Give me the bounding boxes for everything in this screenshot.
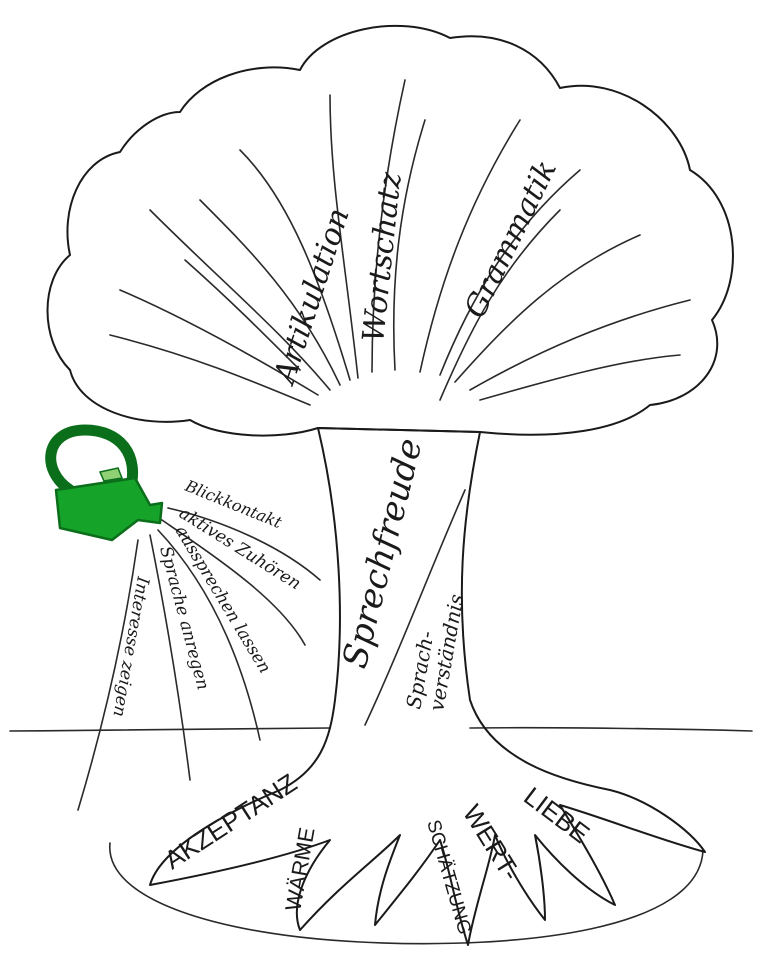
ground-line — [10, 728, 752, 731]
root-label-akzeptanz: AKZEPTANZ — [159, 767, 302, 875]
branch-label-wortschatz: Wortschatz — [356, 170, 409, 343]
watering-can-icon — [51, 430, 162, 540]
branch-label-grammatik: Grammatik — [458, 155, 564, 324]
stream-label-interesse-zeigen: Interesse zeigen — [108, 574, 153, 718]
root-label-wert: WERT- — [457, 799, 527, 886]
branch-label-artikulation: Artikulation — [266, 204, 356, 390]
root-label-liebe: LIEBE — [518, 781, 595, 849]
root-label-schaetzung: SCHÄTZUNG — [422, 818, 475, 937]
root-label-waerme: WÄRME — [280, 825, 319, 912]
